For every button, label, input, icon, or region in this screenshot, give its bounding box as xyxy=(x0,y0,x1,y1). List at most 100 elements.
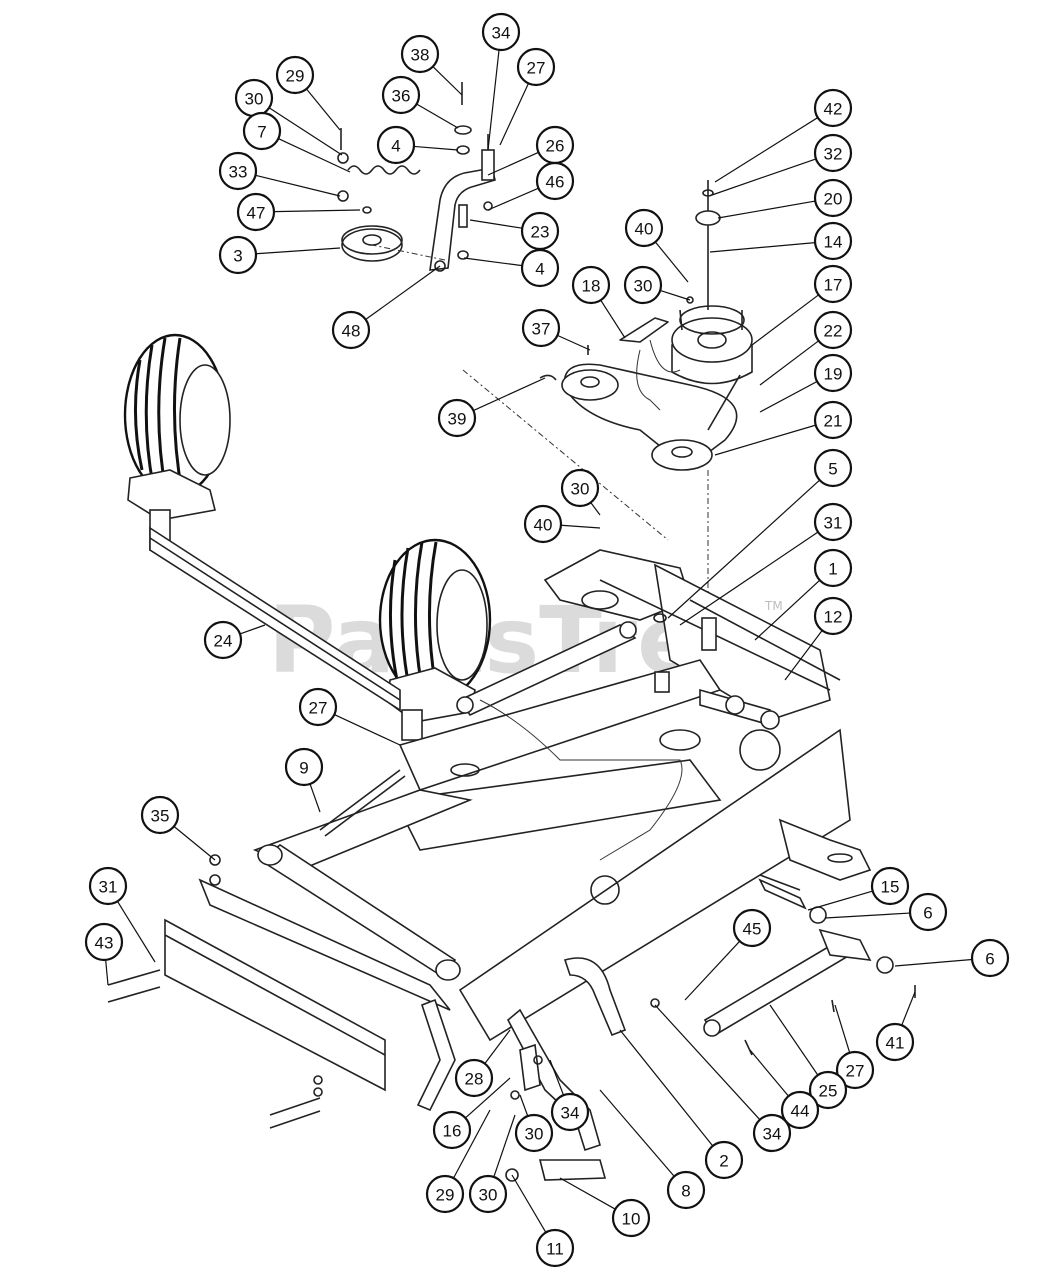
leader-line-46 xyxy=(487,187,539,211)
callout-label: 26 xyxy=(546,137,565,156)
callout-circle xyxy=(437,398,477,438)
callout-label: 4 xyxy=(535,260,544,279)
callout-circle xyxy=(752,1113,792,1153)
callout-label: 2 xyxy=(719,1152,728,1171)
leader-line-27 xyxy=(834,1004,851,1053)
callout-43[interactable]: 43 xyxy=(84,922,124,962)
callout-17[interactable]: 17 xyxy=(813,264,853,304)
callout-38[interactable]: 38 xyxy=(400,34,440,74)
callout-circle xyxy=(236,192,276,232)
callout-39[interactable]: 39 xyxy=(437,398,477,438)
callout-45[interactable]: 45 xyxy=(732,908,772,948)
callout-48[interactable]: 48 xyxy=(331,310,371,350)
callout-27[interactable]: 27 xyxy=(516,47,556,87)
callout-10[interactable]: 10 xyxy=(611,1198,651,1238)
callout-40[interactable]: 40 xyxy=(624,208,664,248)
callout-label: 31 xyxy=(824,514,843,533)
callout-47[interactable]: 47 xyxy=(236,192,276,232)
callout-30[interactable]: 30 xyxy=(514,1113,554,1153)
callout-label: 16 xyxy=(443,1122,462,1141)
callout-circle xyxy=(571,265,611,305)
callout-23[interactable]: 23 xyxy=(520,211,560,251)
leader-line-21 xyxy=(714,424,816,456)
callout-label: 48 xyxy=(342,322,361,341)
leader-line-4 xyxy=(463,257,523,267)
callout-29[interactable]: 29 xyxy=(425,1174,465,1214)
callout-30[interactable]: 30 xyxy=(468,1174,508,1214)
leader-line-7 xyxy=(278,138,351,173)
callout-27[interactable]: 27 xyxy=(298,687,338,727)
callout-circle xyxy=(813,310,853,350)
callout-25[interactable]: 25 xyxy=(808,1070,848,1110)
callout-31[interactable]: 31 xyxy=(813,502,853,542)
callout-18[interactable]: 18 xyxy=(571,265,611,305)
callout-31[interactable]: 31 xyxy=(88,866,128,906)
leader-line-34 xyxy=(654,1004,761,1121)
callout-34[interactable]: 34 xyxy=(550,1092,590,1132)
callout-42[interactable]: 42 xyxy=(813,88,853,128)
callout-35[interactable]: 35 xyxy=(140,795,180,835)
callout-4[interactable]: 4 xyxy=(376,125,416,165)
callout-1[interactable]: 1 xyxy=(813,548,853,588)
leader-line-37 xyxy=(557,334,591,351)
callout-36[interactable]: 36 xyxy=(381,75,421,115)
callout-label: 7 xyxy=(257,123,266,142)
leader-line-42 xyxy=(714,117,819,183)
callout-41[interactable]: 41 xyxy=(875,1022,915,1062)
callout-label: 25 xyxy=(819,1082,838,1101)
callout-37[interactable]: 37 xyxy=(521,308,561,348)
leader-line-27 xyxy=(334,714,401,746)
callout-22[interactable]: 22 xyxy=(813,310,853,350)
callout-30[interactable]: 30 xyxy=(234,78,274,118)
callout-16[interactable]: 16 xyxy=(432,1110,472,1150)
callout-circle xyxy=(381,75,421,115)
leader-line-11 xyxy=(511,1174,547,1233)
callout-46[interactable]: 46 xyxy=(535,161,575,201)
leader-line-15 xyxy=(807,890,873,911)
callout-14[interactable]: 14 xyxy=(813,221,853,261)
callout-label: 46 xyxy=(546,173,565,192)
callout-12[interactable]: 12 xyxy=(813,596,853,636)
callout-11[interactable]: 11 xyxy=(535,1228,575,1268)
callout-6[interactable]: 6 xyxy=(970,938,1010,978)
callout-label: 30 xyxy=(245,90,264,109)
callout-label: 27 xyxy=(527,59,546,78)
callout-27[interactable]: 27 xyxy=(835,1050,875,1090)
callout-2[interactable]: 2 xyxy=(704,1140,744,1180)
callout-26[interactable]: 26 xyxy=(535,125,575,165)
callout-15[interactable]: 15 xyxy=(870,866,910,906)
callout-circle xyxy=(298,687,338,727)
callout-30[interactable]: 30 xyxy=(623,265,663,305)
callout-30[interactable]: 30 xyxy=(560,468,600,508)
callout-8[interactable]: 8 xyxy=(666,1170,706,1210)
callout-32[interactable]: 32 xyxy=(813,133,853,173)
callout-circle xyxy=(218,235,258,275)
callout-5[interactable]: 5 xyxy=(813,448,853,488)
callout-19[interactable]: 19 xyxy=(813,353,853,393)
leader-line-17 xyxy=(751,294,819,346)
callout-9[interactable]: 9 xyxy=(284,747,324,787)
callout-34[interactable]: 34 xyxy=(481,12,521,52)
callout-21[interactable]: 21 xyxy=(813,400,853,440)
front-axle xyxy=(149,526,401,712)
callout-6[interactable]: 6 xyxy=(908,892,948,932)
callout-label: 29 xyxy=(436,1186,455,1205)
callout-44[interactable]: 44 xyxy=(780,1090,820,1130)
callout-7[interactable]: 7 xyxy=(242,111,282,151)
callout-40[interactable]: 40 xyxy=(523,504,563,544)
callout-28[interactable]: 28 xyxy=(454,1058,494,1098)
leader-line-30 xyxy=(519,1094,529,1117)
callout-3[interactable]: 3 xyxy=(218,235,258,275)
callout-29[interactable]: 29 xyxy=(275,55,315,95)
callout-label: 15 xyxy=(881,878,900,897)
callout-20[interactable]: 20 xyxy=(813,178,853,218)
callout-label: 10 xyxy=(622,1210,641,1229)
callout-4[interactable]: 4 xyxy=(520,248,560,288)
callout-34[interactable]: 34 xyxy=(752,1113,792,1153)
leader-line-26 xyxy=(487,151,539,176)
callout-label: 35 xyxy=(151,807,170,826)
callout-24[interactable]: 24 xyxy=(203,620,243,660)
callout-33[interactable]: 33 xyxy=(218,151,258,191)
callout-label: 34 xyxy=(492,24,511,43)
